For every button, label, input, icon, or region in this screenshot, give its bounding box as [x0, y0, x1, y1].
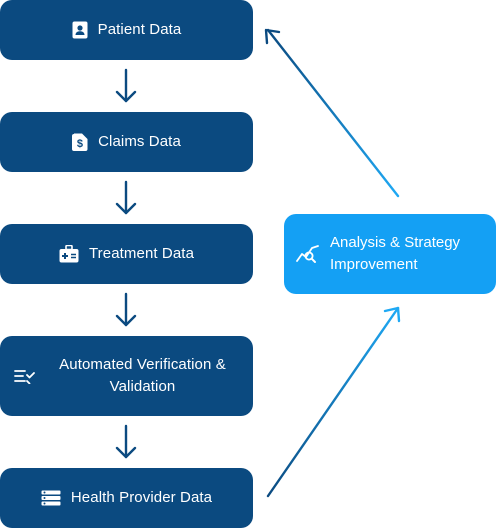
- step-health-provider-data: Health Provider Data: [0, 468, 253, 528]
- step-label: Claims Data: [98, 133, 181, 150]
- patient-file-icon: [72, 21, 88, 39]
- step-treatment-data: Treatment Data: [0, 224, 253, 284]
- medical-kit-icon: [59, 245, 79, 263]
- feedback-analysis-strategy: Analysis & Strategy Improvement: [284, 214, 496, 294]
- arrow-analysis-to-patient: [264, 28, 400, 198]
- arrow-provider-to-analysis: [266, 306, 401, 498]
- down-arrow-1: [115, 68, 137, 103]
- server-icon: [41, 490, 61, 506]
- down-arrow-2: [115, 180, 137, 215]
- svg-text:$: $: [77, 138, 83, 150]
- down-arrow-3: [115, 292, 137, 327]
- step-claims-data: $ Claims Data: [0, 112, 253, 172]
- checklist-icon: [14, 368, 36, 384]
- step-label: Automated Verification & Validation: [59, 356, 226, 395]
- step-label: Treatment Data: [88, 245, 195, 262]
- step-label: Health Provider Data: [70, 489, 213, 506]
- dollar-file-icon: $: [72, 133, 88, 151]
- step-patient-data: Patient Data: [0, 0, 253, 60]
- feedback-label: Analysis & Strategy Improvement: [330, 234, 461, 273]
- analytics-search-icon: [296, 244, 320, 264]
- step-label: Patient Data: [97, 21, 182, 38]
- step-automated-verification: Automated Verification & Validation: [0, 336, 253, 416]
- down-arrow-4: [115, 424, 137, 459]
